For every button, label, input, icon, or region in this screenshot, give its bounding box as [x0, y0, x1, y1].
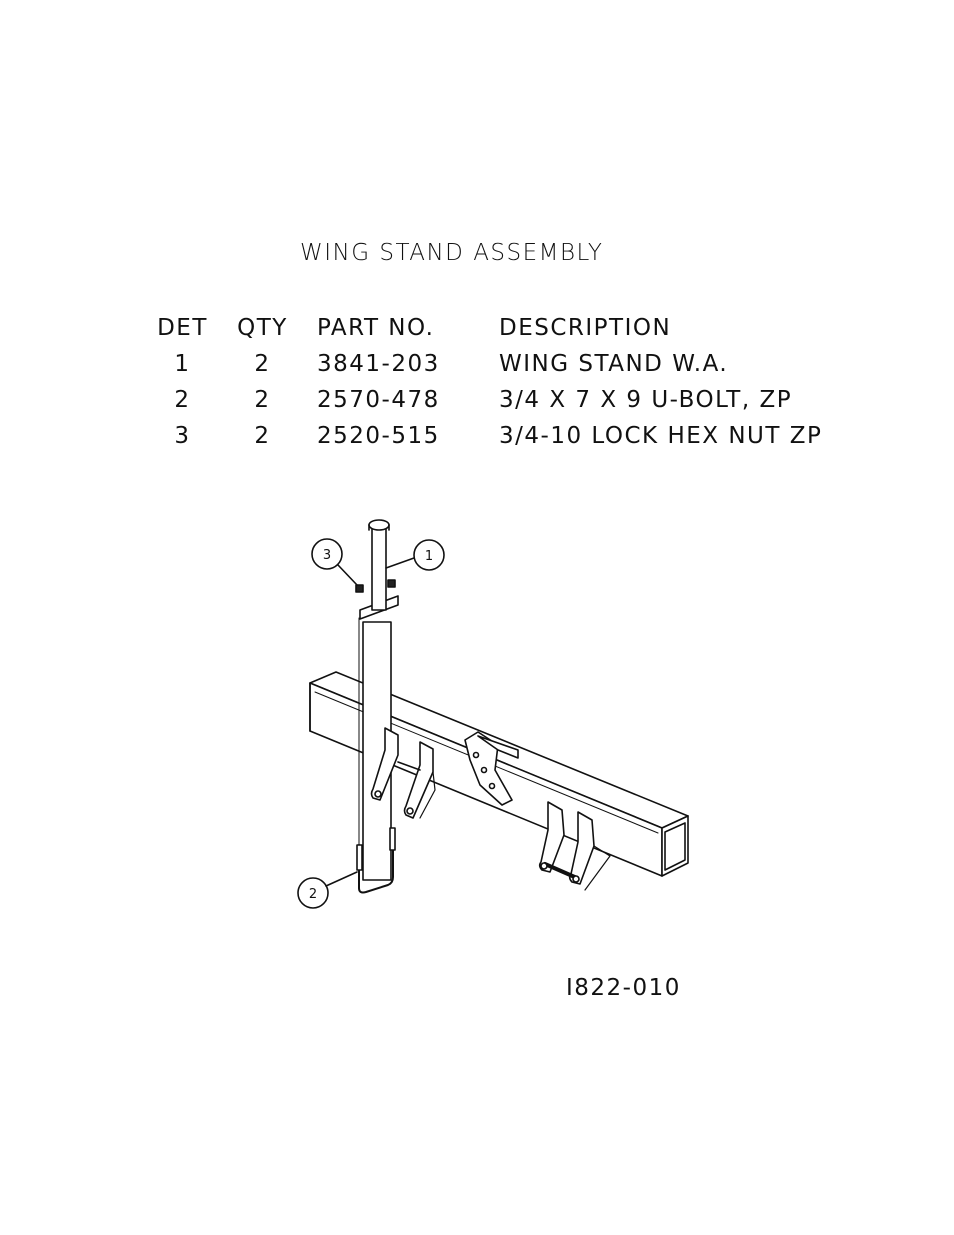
cell-qty: 2 [230, 418, 295, 454]
drawing-number: I822-010 [566, 975, 681, 1001]
wing-stand-drawing: 3 1 2 [280, 500, 720, 920]
parts-table-header: DET QTY PART NO. DESCRIPTION [135, 310, 859, 346]
cell-description: 3/4-10 LOCK HEX NUT ZP [477, 418, 859, 454]
parts-table: DET QTY PART NO. DESCRIPTION 1 2 3841-20… [135, 310, 859, 454]
header-part-no: PART NO. [295, 310, 477, 346]
callout-3 [312, 539, 357, 585]
callout-2 [298, 872, 357, 908]
callout-3-label: 3 [323, 548, 331, 563]
table-row: 1 2 3841-203 WING STAND W.A. [135, 346, 859, 382]
table-row: 2 2 2570-478 3/4 X 7 X 9 U-BOLT, ZP [135, 382, 859, 418]
cell-det: 3 [135, 418, 230, 454]
cell-part-no: 3841-203 [295, 346, 477, 382]
cell-description: 3/4 X 7 X 9 U-BOLT, ZP [477, 382, 859, 418]
table-row: 3 2 2520-515 3/4-10 LOCK HEX NUT ZP [135, 418, 859, 454]
header-qty: QTY [230, 310, 295, 346]
cell-description: WING STAND W.A. [477, 346, 859, 382]
assembly-title: WING STAND ASSEMBLY [300, 240, 603, 266]
cell-qty: 2 [230, 346, 295, 382]
cell-det: 1 [135, 346, 230, 382]
callout-1 [386, 540, 444, 570]
callout-1-label: 1 [425, 549, 433, 564]
cell-qty: 2 [230, 382, 295, 418]
header-description: DESCRIPTION [477, 310, 859, 346]
cell-det: 2 [135, 382, 230, 418]
callout-2-label: 2 [309, 887, 317, 902]
cell-part-no: 2570-478 [295, 382, 477, 418]
cell-part-no: 2520-515 [295, 418, 477, 454]
header-det: DET [135, 310, 230, 346]
